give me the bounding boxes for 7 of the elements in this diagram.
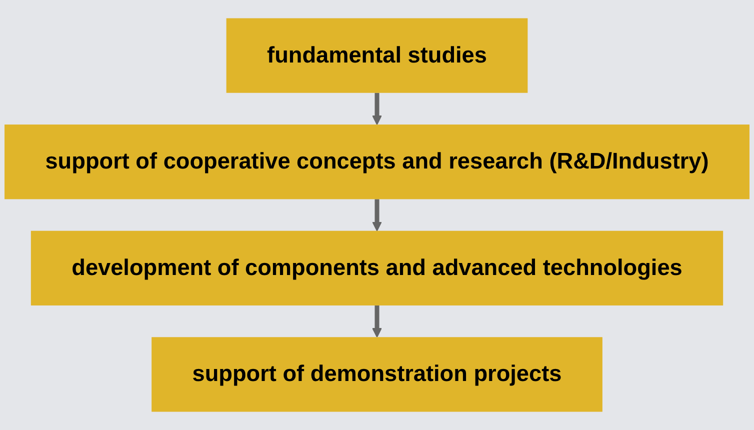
arrow [372,305,382,338]
node-box: development of components and advanced technologies [30,230,724,306]
arrow [372,199,382,232]
node-box: support of demonstration projects [152,337,602,412]
node-box: support of cooperative concepts and research (R&D/Industry) [4,124,750,200]
arrow [372,92,382,125]
node-box: fundamental studies [226,18,528,93]
